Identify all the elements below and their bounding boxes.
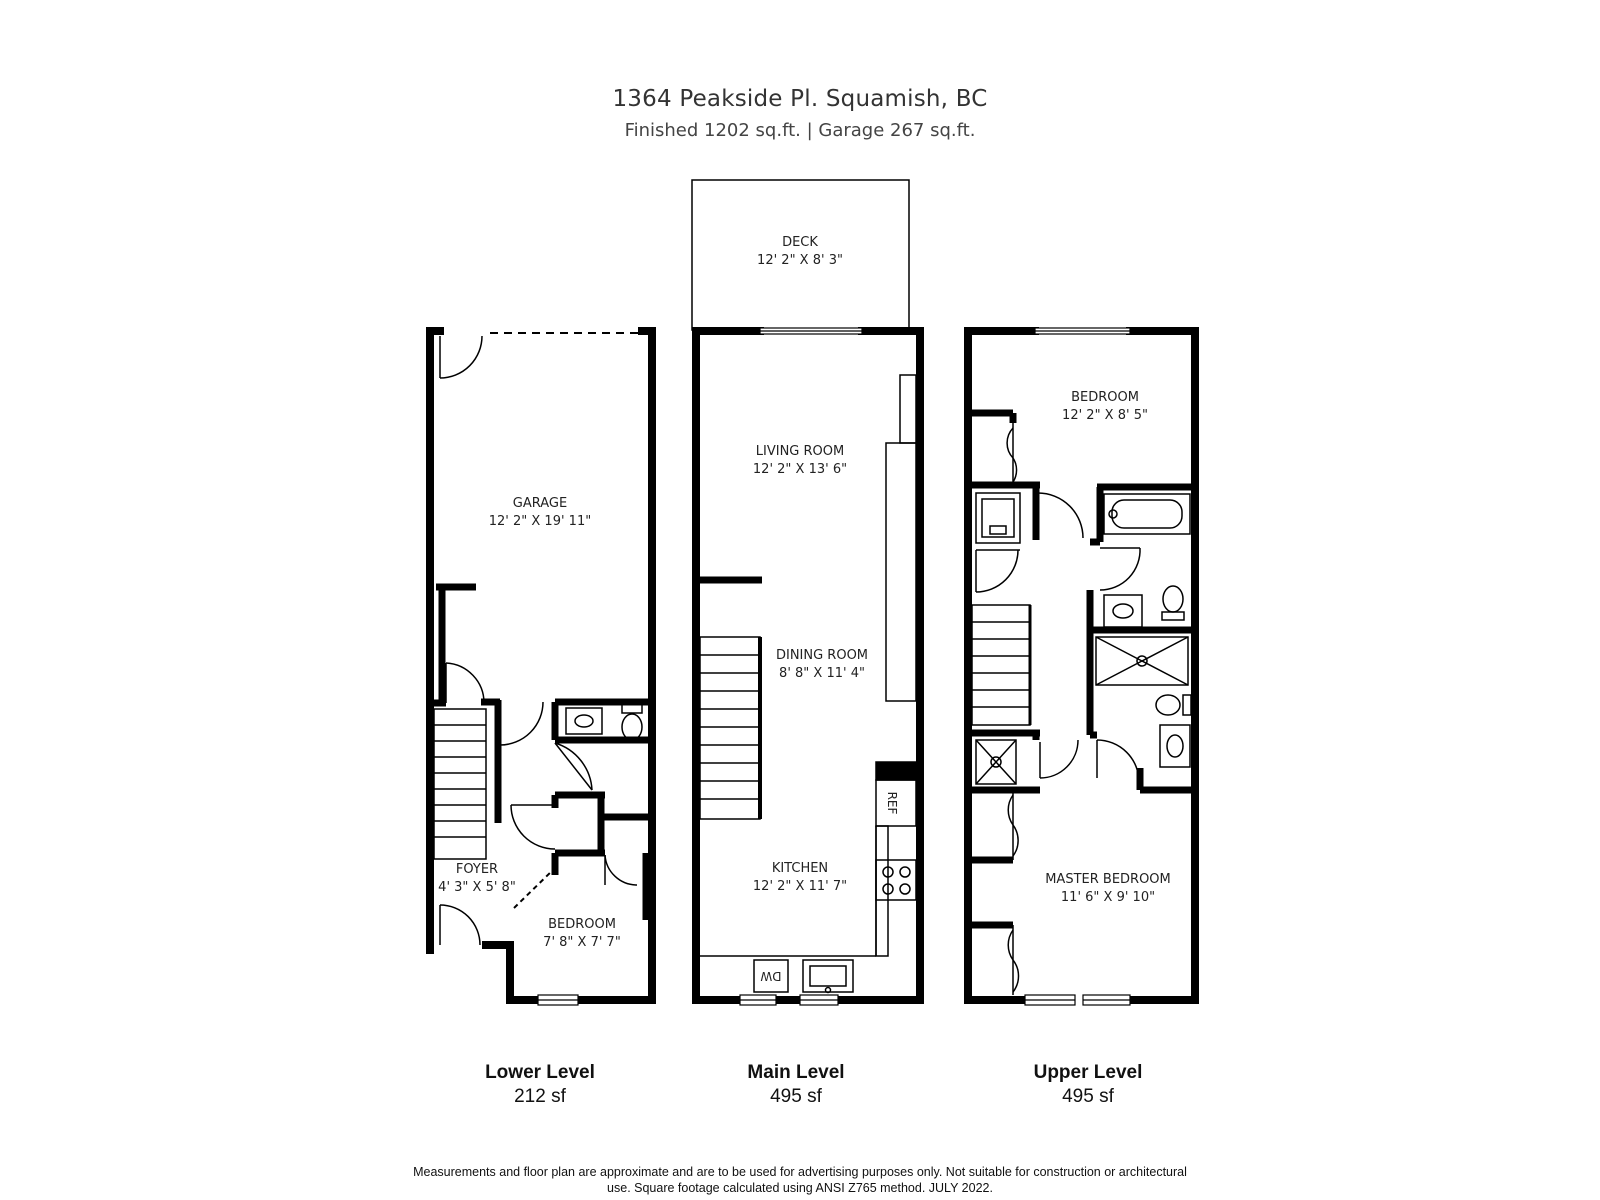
upper-bedroom-dims: 12' 2" X 8' 5" (1062, 408, 1148, 423)
upper-master-windows (1024, 994, 1131, 1006)
deck-dims: 12' 2" X 8' 3" (757, 253, 843, 268)
kitchen-dims: 12' 2" X 11' 7" (753, 879, 847, 894)
kitchen-label: KITCHEN (772, 861, 828, 876)
deck-label: DECK (782, 235, 818, 250)
lower-bedroom-window (537, 994, 579, 1006)
upper-hall-fixtures (975, 492, 1021, 785)
garage-dims: 12' 2" X 19' 11" (489, 514, 591, 529)
ref-label: REF (885, 792, 899, 815)
main-stairs (699, 636, 762, 820)
plan-header: 1364 Peakside Pl. Squamish, BC Finished … (0, 86, 1600, 141)
lower-bedroom-label: BEDROOM (548, 917, 616, 932)
main-exterior-walls (692, 327, 924, 1004)
dining-room-label: DINING ROOM (776, 648, 868, 663)
lower-doors (439, 335, 638, 946)
lower-level-area: 212 sf (514, 1086, 566, 1107)
master-bedroom-label: MASTER BEDROOM (1045, 872, 1171, 887)
upper-level-name: Upper Level (1033, 1062, 1143, 1083)
upper-interior-walls (972, 409, 1191, 929)
disclaimer-line-2: use. Square footage calculated using ANS… (607, 1181, 993, 1195)
lower-level-plan (426, 327, 656, 1006)
upper-ensuite-fixtures (1095, 636, 1192, 768)
upper-level-plan (964, 327, 1199, 1006)
upper-closet-doors (1006, 423, 1020, 995)
upper-bedroom-window (1034, 327, 1131, 335)
disclaimer: Measurements and floor plan are approxim… (330, 1164, 1270, 1196)
foyer-label: FOYER (456, 862, 498, 877)
garage-label: GARAGE (513, 496, 567, 511)
master-bedroom-dims: 11' 6" X 9' 10" (1061, 890, 1155, 905)
disclaimer-line-1: Measurements and floor plan are approxim… (413, 1165, 1187, 1179)
lower-bath-fixtures (565, 703, 643, 741)
property-address: 1364 Peakside Pl. Squamish, BC (612, 86, 988, 112)
room-labels: GARAGE 12' 2" X 19' 11" FOYER 4' 3" X 5'… (438, 235, 1171, 983)
lower-exterior-walls (426, 327, 656, 1004)
upper-level-caption: Upper Level 495 sf (968, 1062, 1208, 1108)
main-windows (739, 994, 839, 1006)
main-level-plan (691, 179, 924, 1006)
main-built-ins (875, 374, 917, 957)
upper-level-area: 495 sf (1062, 1086, 1114, 1107)
kitchen-counter (700, 826, 877, 994)
dw-label: DW (760, 969, 781, 983)
lower-stairs (433, 708, 487, 860)
upper-stairs (971, 604, 1032, 726)
upper-bedroom-label: BEDROOM (1071, 390, 1139, 405)
lower-level-name: Lower Level (485, 1062, 595, 1083)
living-room-dims: 12' 2" X 13' 6" (753, 462, 847, 477)
main-level-caption: Main Level 495 sf (676, 1062, 916, 1108)
upper-hall-doors (1037, 492, 1141, 783)
area-summary: Finished 1202 sq.ft. | Garage 267 sq.ft. (624, 120, 976, 141)
deck-sliding-door (759, 327, 863, 335)
upper-main-bath-fixtures (1103, 493, 1191, 628)
lower-level-caption: Lower Level 212 sf (420, 1062, 660, 1108)
foyer-dims: 4' 3" X 5' 8" (438, 880, 516, 895)
main-level-name: Main Level (747, 1062, 845, 1083)
main-level-area: 495 sf (770, 1086, 822, 1107)
living-room-label: LIVING ROOM (756, 444, 844, 459)
upper-exterior-walls (964, 327, 1199, 1004)
lower-bedroom-dims: 7' 8" X 7' 7" (543, 935, 621, 950)
dining-room-dims: 8' 8" X 11' 4" (779, 666, 865, 681)
